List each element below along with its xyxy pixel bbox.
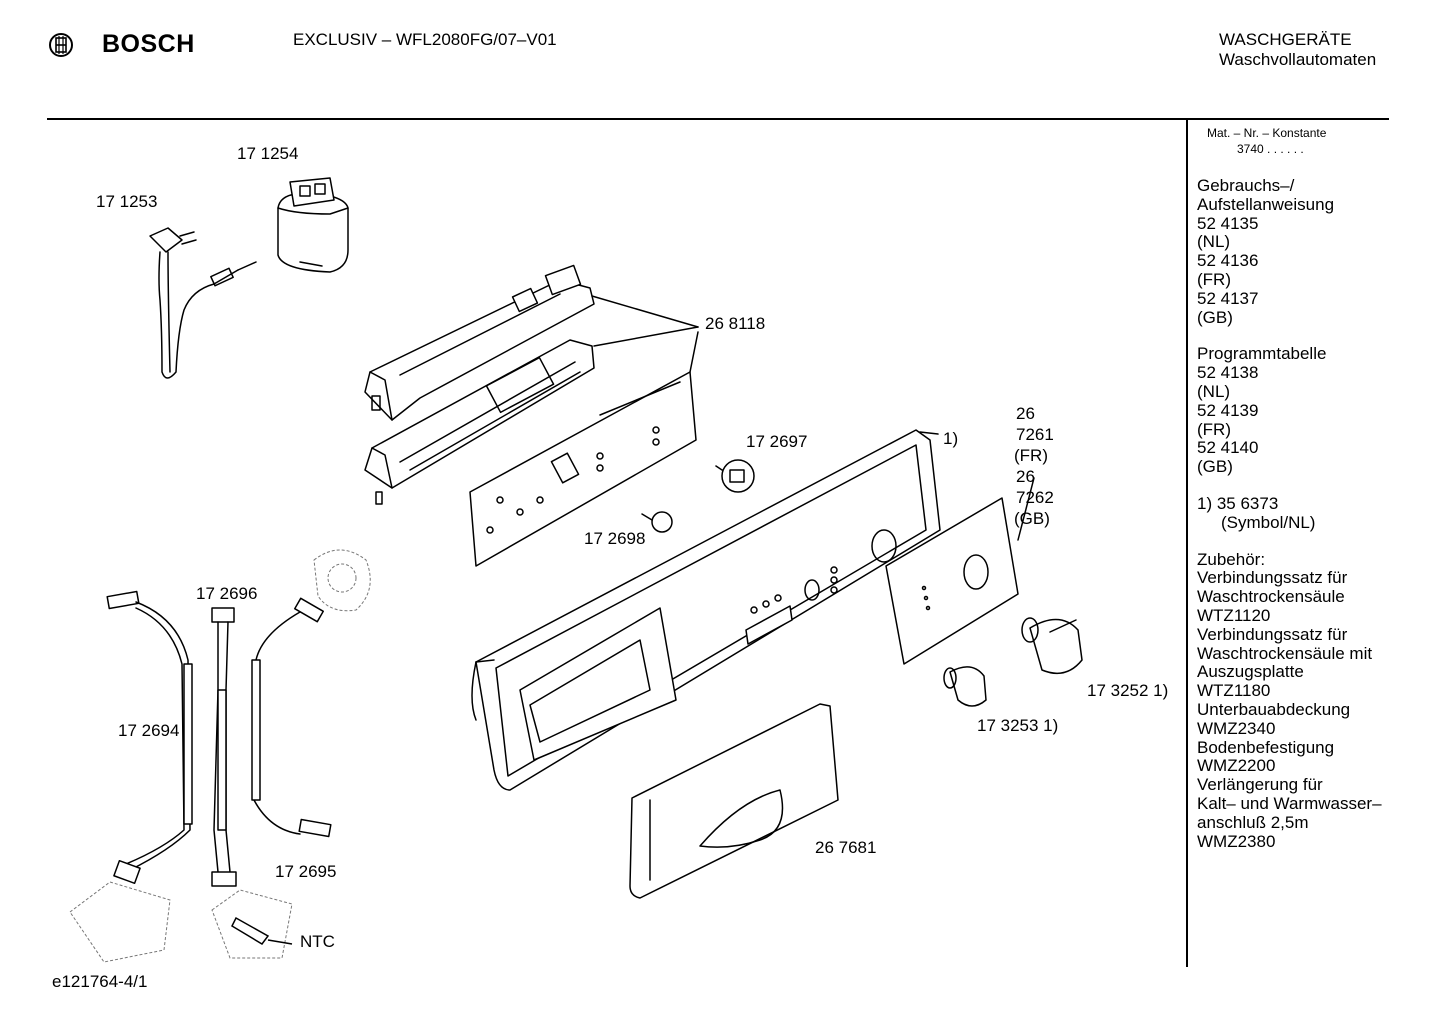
part-label: 17 2696	[196, 584, 258, 603]
sidebar-line: Auszugsplatte	[1197, 662, 1304, 682]
sidebar-line: anschluß 2,5m	[1197, 812, 1309, 832]
part-label: 26 7681	[815, 838, 877, 857]
part-label: NTC	[300, 932, 335, 951]
bosch-logo-icon	[49, 33, 73, 57]
part-label: 26	[1016, 467, 1035, 486]
sidebar-line: (FR)	[1197, 269, 1231, 289]
sidebar-line: Bodenbefestigung	[1197, 737, 1335, 757]
module-housing-lower-part	[364, 339, 595, 505]
part-label: 26 8118	[705, 314, 766, 333]
sidebar-line: WTZ1120	[1197, 605, 1271, 625]
selector-knob-part	[715, 459, 755, 493]
small-knob-part	[641, 511, 673, 533]
part-label: 17 2694	[118, 721, 180, 740]
sidebar-line: (NL)	[1197, 232, 1231, 252]
sidebar-line: Aufstellanweisung	[1197, 194, 1335, 214]
symbol-plate-part	[885, 477, 1035, 665]
part-label: 17 1253	[96, 192, 158, 211]
sidebar-line: Waschtrockensäule	[1197, 587, 1345, 607]
sidebar-info: Gebrauchs–/ Aufstellanweisung 52 4135 (N…	[1197, 176, 1382, 869]
control-panel-fascia-part	[471, 429, 941, 791]
sidebar-line: (Symbol/NL)	[1221, 512, 1316, 532]
part-label: 17 1254	[237, 144, 299, 163]
drawer-handle-part	[629, 703, 839, 899]
sidebar-line: Gebrauchs–/	[1197, 176, 1295, 195]
sidebar-group-manuals: Gebrauchs–/ Aufstellanweisung 52 4135 (N…	[1197, 176, 1382, 327]
drawing-code: e121764-4/1	[52, 972, 148, 991]
sidebar-line: 52 4135	[1197, 213, 1259, 233]
circuit-board-part	[469, 371, 697, 567]
part-label: 17 2697	[746, 432, 808, 451]
sidebar-line: 52 4140	[1197, 438, 1259, 458]
part-label: (FR)	[1014, 446, 1048, 465]
sidebar-line: Kalt– und Warmwasser–	[1197, 793, 1382, 813]
sidebar-group-program-table: Programmtabelle 52 4138 (NL) 52 4139 (FR…	[1197, 345, 1382, 477]
sidebar-line: WMZ2380	[1197, 831, 1276, 851]
sidebar-line: Unterbauabdeckung	[1197, 699, 1351, 719]
category-line1: WASCHGERÄTE	[1219, 30, 1352, 49]
sidebar-line: 1) 35 6373	[1197, 493, 1279, 513]
module-housing-upper-part	[364, 264, 595, 421]
sidebar-line: (GB)	[1197, 457, 1233, 477]
category: WASCHGERÄTE Waschvollautomaten	[1219, 30, 1376, 70]
sidebar-rule	[1186, 119, 1188, 967]
mat-value: 3740 . . . . . .	[1237, 142, 1304, 156]
mains-cable-part	[149, 227, 257, 379]
sidebar-line: 52 4138	[1197, 363, 1259, 383]
large-knob-part	[1021, 617, 1083, 675]
brand-name: BOSCH	[102, 30, 195, 58]
category-line2: Waschvollautomaten	[1219, 50, 1377, 69]
mat-number-block: Mat. – Nr. – Konstante 3740 . . . . . .	[1207, 125, 1326, 157]
sidebar-group-accessories: Zubehör: Verbindungssatz für Waschtrocke…	[1197, 549, 1382, 852]
cable-harness-right-part	[251, 597, 332, 838]
suppression-filter-part	[277, 177, 349, 273]
sidebar-line: Zubehör:	[1197, 549, 1266, 569]
part-label: 7262	[1016, 488, 1054, 507]
model-title: EXCLUSIV – WFL2080FG/07–V01	[293, 30, 557, 49]
sidebar-line: (NL)	[1197, 381, 1231, 401]
sidebar-line: (GB)	[1197, 307, 1233, 327]
sidebar-line: Programmtabelle	[1197, 344, 1327, 364]
part-label: 17 3253 1)	[977, 716, 1059, 735]
part-label: 17 2695	[275, 862, 337, 881]
cable-harness-left-part	[106, 590, 193, 885]
sidebar-line: WMZ2200	[1197, 756, 1276, 776]
sidebar-line: 52 4139	[1197, 400, 1259, 420]
part-label: 7261	[1016, 425, 1054, 444]
part-label: 1)	[943, 429, 959, 448]
sidebar-group-symbol: 1) 35 6373 (Symbol/NL)	[1197, 493, 1382, 533]
sidebar-line: WMZ2340	[1197, 718, 1276, 738]
sidebar-line: Verbindungssatz für	[1197, 624, 1348, 644]
part-label: 17 2698	[584, 529, 646, 548]
part-label: 17 3252 1)	[1087, 681, 1169, 700]
sidebar-line: 52 4136	[1197, 251, 1259, 271]
part-label: 26	[1016, 404, 1035, 423]
sidebar-line: Verbindungssatz für	[1197, 568, 1348, 588]
sidebar-line: Waschtrockensäule mit	[1197, 643, 1373, 663]
part-label: (GB)	[1014, 509, 1050, 528]
header-rule	[47, 118, 1389, 120]
sidebar-line: 52 4137	[1197, 288, 1259, 308]
cable-harness-center-part	[211, 607, 237, 887]
mat-label: Mat. – Nr. – Konstante	[1207, 126, 1327, 140]
sidebar-line: Verlängerung für	[1197, 775, 1323, 795]
sidebar-line: (FR)	[1197, 419, 1231, 439]
exploded-parts-drawing	[69, 177, 1083, 963]
medium-knob-part	[943, 666, 987, 707]
sidebar-line: WTZ1180	[1197, 681, 1271, 701]
